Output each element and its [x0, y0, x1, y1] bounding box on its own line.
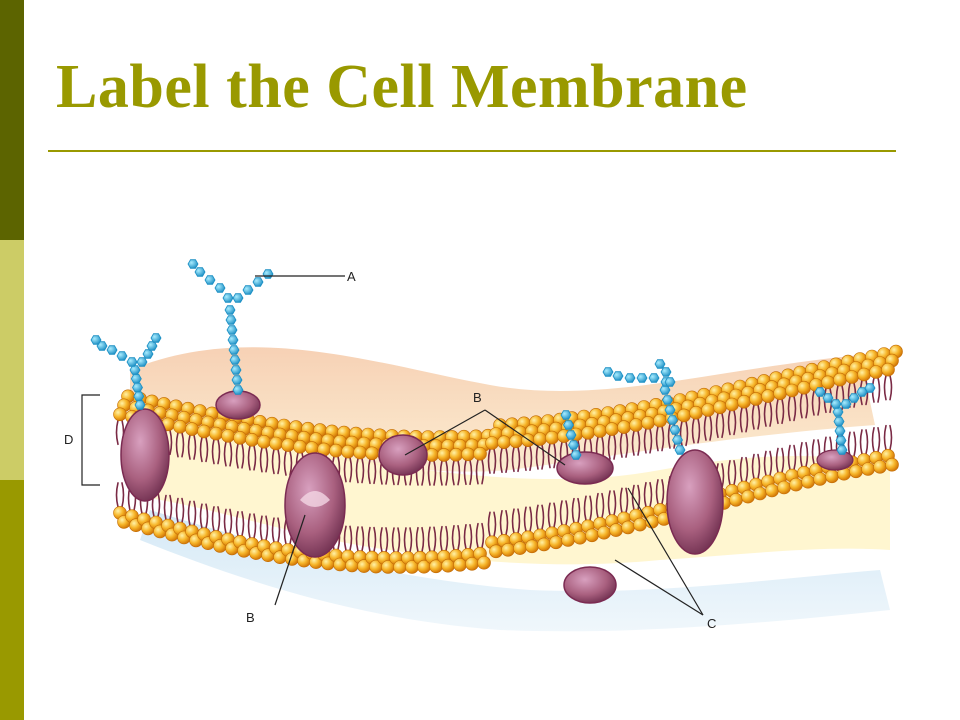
diagram-labels: A B D B C [64, 269, 716, 631]
sidebar-accent-light [0, 240, 24, 480]
channel-protein-left [120, 408, 170, 502]
peripheral-protein-mid [556, 451, 614, 485]
label-a: A [347, 269, 356, 284]
label-c: C [707, 616, 716, 631]
proteins [120, 390, 854, 604]
peripheral-protein-far-right [816, 449, 854, 471]
label-b-bottom: B [246, 610, 255, 625]
peripheral-protein-b-top [378, 434, 428, 476]
slide-title: Label the Cell Membrane [56, 53, 748, 121]
membrane-shadow [140, 510, 890, 632]
integral-protein-right [666, 449, 724, 555]
title-underline [48, 150, 896, 152]
peripheral-protein-bottom [563, 566, 617, 604]
sidebar-accent-olive [0, 480, 24, 720]
cell-membrane-diagram: A B D B C [64, 259, 903, 632]
carbohydrate-chains [90, 259, 876, 460]
sidebar-accent-dark [0, 0, 24, 240]
leader-lines [81, 275, 704, 616]
peripheral-protein-top-left [215, 390, 261, 420]
label-d: D [64, 432, 73, 447]
phospholipid-heads-lower [113, 448, 899, 574]
label-b-top: B [473, 390, 482, 405]
